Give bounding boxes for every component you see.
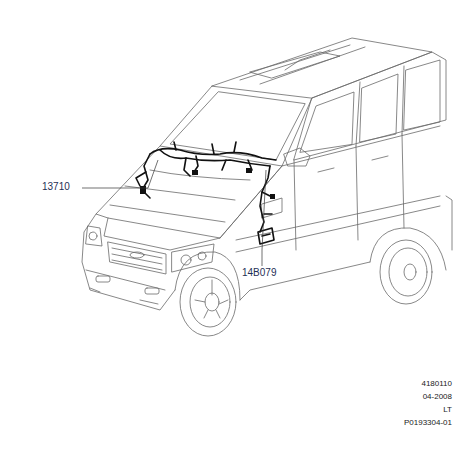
- callout-number: 13710: [42, 182, 70, 192]
- callout-number: 14B079: [242, 268, 276, 278]
- language-code: LT: [443, 406, 452, 414]
- illustration-code: P0193304-01: [404, 419, 452, 427]
- date-code: 04-2008: [423, 393, 452, 401]
- wiring-harness: [136, 142, 276, 244]
- figure-number: 4180110: [421, 380, 452, 388]
